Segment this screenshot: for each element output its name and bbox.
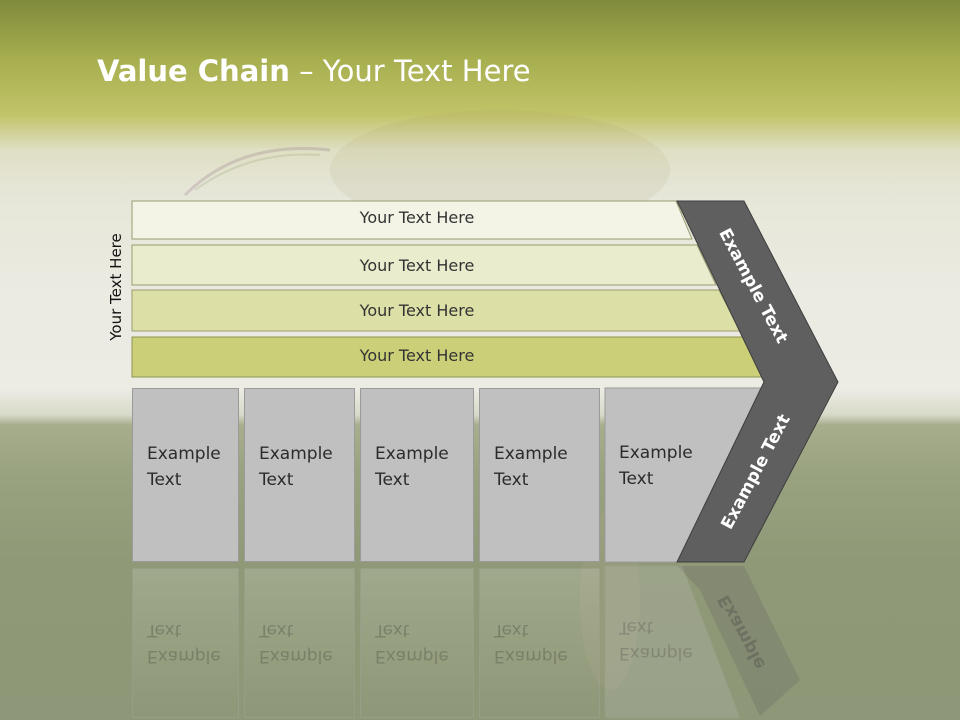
chevron-shape: [676, 200, 839, 563]
band-1: [131, 200, 693, 240]
chevron-reflection: [677, 566, 800, 716]
column-2-label: Example Text: [259, 444, 333, 490]
column-3: Example Text: [360, 388, 474, 562]
column-4: Example Text: [479, 388, 600, 562]
column-5-reflection: [604, 565, 741, 719]
column-1-reflection: Example Text: [132, 568, 239, 718]
column-3-label: Example Text: [375, 444, 449, 490]
band-label-3: Your Text Here: [359, 301, 475, 320]
column-2: Example Text: [244, 388, 355, 562]
page-title: Value Chain – Your Text Here: [97, 54, 531, 88]
column-1: Example Text: [132, 388, 239, 562]
band-label-4: Your Text Here: [359, 346, 475, 365]
column-4-reflection: Example Text: [479, 568, 600, 718]
band-label-1: Your Text Here: [359, 208, 475, 227]
column-1-label: Example Text: [147, 444, 221, 490]
column-2-reflection: Example Text: [244, 568, 355, 718]
column-5-label: Example Text: [619, 443, 693, 489]
title-bold: Value Chain: [97, 54, 290, 88]
column-5-reflection-label: Example Text: [619, 617, 693, 663]
band-label-2: Your Text Here: [359, 256, 475, 275]
title-rest: – Your Text Here: [289, 54, 531, 88]
column-4-label: Example Text: [494, 444, 568, 490]
band-2: [131, 244, 717, 286]
column-3-reflection: Example Text: [360, 568, 474, 718]
